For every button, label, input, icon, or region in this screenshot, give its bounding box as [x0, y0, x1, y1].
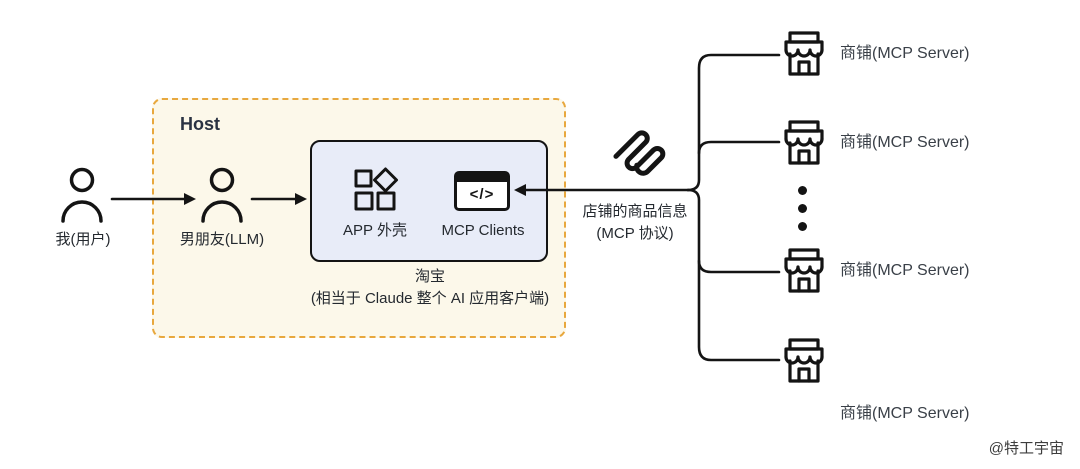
shop-label-4: 商铺(MCP Server) [840, 405, 970, 422]
client-caption-line2: (相当于 Claude 整个 AI 应用客户端) [310, 290, 550, 307]
ellipsis-dot [798, 186, 807, 195]
code-window-icon: </> [454, 171, 510, 211]
ellipsis-dot [798, 222, 807, 231]
mcp-scribble-icon [613, 130, 666, 176]
client-caption-line1: 淘宝 [414, 268, 445, 285]
app-shell-label: APP 外壳 [343, 222, 407, 239]
person-icon [201, 167, 243, 223]
llm-label: 男朋友(LLM) [179, 231, 265, 248]
client-app-box [310, 140, 548, 262]
branch-shop-3 [697, 259, 781, 274]
storefront-icon [784, 120, 824, 165]
person-icon [61, 167, 103, 223]
branch-shop-2 [697, 140, 781, 155]
ellipsis-dot [798, 204, 807, 213]
shop-label-2: 商铺(MCP Server) [840, 134, 970, 151]
more-servers-ellipsis [798, 186, 808, 240]
branch-shop-1 [686, 53, 781, 192]
storefront-icon [784, 338, 824, 383]
code-glyph: </> [469, 186, 495, 203]
mcp-clients-label: MCP Clients [441, 222, 525, 239]
protocol-label-line2: (MCP 协议) [596, 225, 674, 242]
components-icon [354, 167, 398, 211]
user-label: 我(用户) [55, 231, 111, 248]
watermark: @特工宇宙 [988, 440, 1064, 457]
protocol-label: 店铺的商品信息 (MCP 协议) [550, 201, 720, 245]
shop-label-1: 商铺(MCP Server) [840, 45, 970, 62]
code-window-titlebar [457, 174, 507, 182]
host-title: Host [180, 114, 220, 134]
client-caption: 淘宝 (相当于 Claude 整个 AI 应用客户端) [254, 266, 606, 310]
shop-label-3: 商铺(MCP Server) [840, 262, 970, 279]
protocol-label-line1: 店铺的商品信息 [582, 203, 688, 220]
storefront-icon [784, 248, 824, 293]
storefront-icon [784, 31, 824, 76]
